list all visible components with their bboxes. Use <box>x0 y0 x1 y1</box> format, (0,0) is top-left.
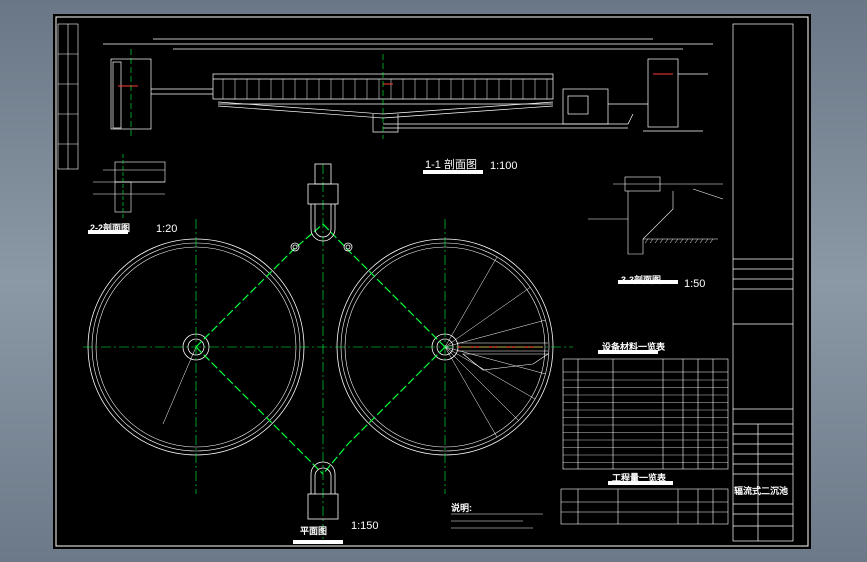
plan-feed-pipes <box>195 223 446 475</box>
section-3-3-drawing <box>588 176 724 255</box>
radial-line <box>444 346 546 375</box>
plan-radial-lines <box>444 256 546 438</box>
section-3-3-scale: 1:50 <box>684 278 706 290</box>
binding-strip <box>57 23 79 170</box>
slope-hatch <box>704 238 709 244</box>
radial-line <box>444 346 498 438</box>
slope-hatch <box>674 238 679 244</box>
slope-hatch <box>654 238 659 244</box>
plan-scraper-bridge <box>458 342 549 371</box>
radial-line <box>444 319 546 348</box>
plan-centerlines <box>83 164 573 539</box>
section-2-2-title: 2-2剖面图 <box>90 223 131 233</box>
plan-title: 平面图 <box>300 526 328 536</box>
slope-hatch <box>664 238 669 244</box>
section-1-1-drawing <box>103 38 713 133</box>
notes-lines <box>451 513 543 529</box>
section-2-2-drawing <box>93 161 166 213</box>
plan-distribution-wells <box>290 163 353 520</box>
section-3-3-sludge-slope <box>644 238 714 244</box>
section-1-1-ribs <box>222 79 548 99</box>
section-1-1-centerline <box>130 49 384 139</box>
section-3-3-title: 3-3剖面图 <box>621 275 662 285</box>
equipment-table-title: 设备材料一览表 <box>602 342 666 352</box>
drawing-name: 辐流式二沉池 <box>734 486 789 496</box>
radial-line <box>444 256 498 348</box>
equipment-table <box>562 358 729 470</box>
title-block <box>732 23 794 542</box>
slope-hatch <box>689 238 694 244</box>
notes-title: 说明: <box>451 503 472 513</box>
section-1-1-scale: 1:100 <box>490 160 518 172</box>
equipment-table-rows <box>563 379 728 463</box>
radial-line <box>444 287 531 348</box>
outer-border <box>55 16 809 547</box>
slope-hatch <box>709 238 714 244</box>
slope-hatch <box>699 238 704 244</box>
radial-line <box>444 346 519 421</box>
cad-drawing <box>55 16 809 547</box>
slope-hatch <box>679 238 684 244</box>
works-table-title: 工程量一览表 <box>612 473 667 483</box>
section-1-1-waterlines <box>118 73 673 87</box>
plan-scale: 1:150 <box>351 520 379 532</box>
drawing-sheet: 1-1 剖面图 1:100 2-2剖面图 1:20 3-3剖面图 1:50 平面… <box>53 14 811 549</box>
slope-hatch <box>659 238 664 244</box>
slope-hatch <box>684 238 689 244</box>
slope-hatch <box>644 238 649 244</box>
works-table <box>560 488 729 525</box>
section-1-1-title: 1-1 剖面图 <box>425 159 477 171</box>
slope-hatch <box>649 238 654 244</box>
radial-line <box>444 346 536 400</box>
section-2-2-scale: 1:20 <box>156 223 178 235</box>
slope-hatch <box>669 238 674 244</box>
slope-hatch <box>694 238 699 244</box>
